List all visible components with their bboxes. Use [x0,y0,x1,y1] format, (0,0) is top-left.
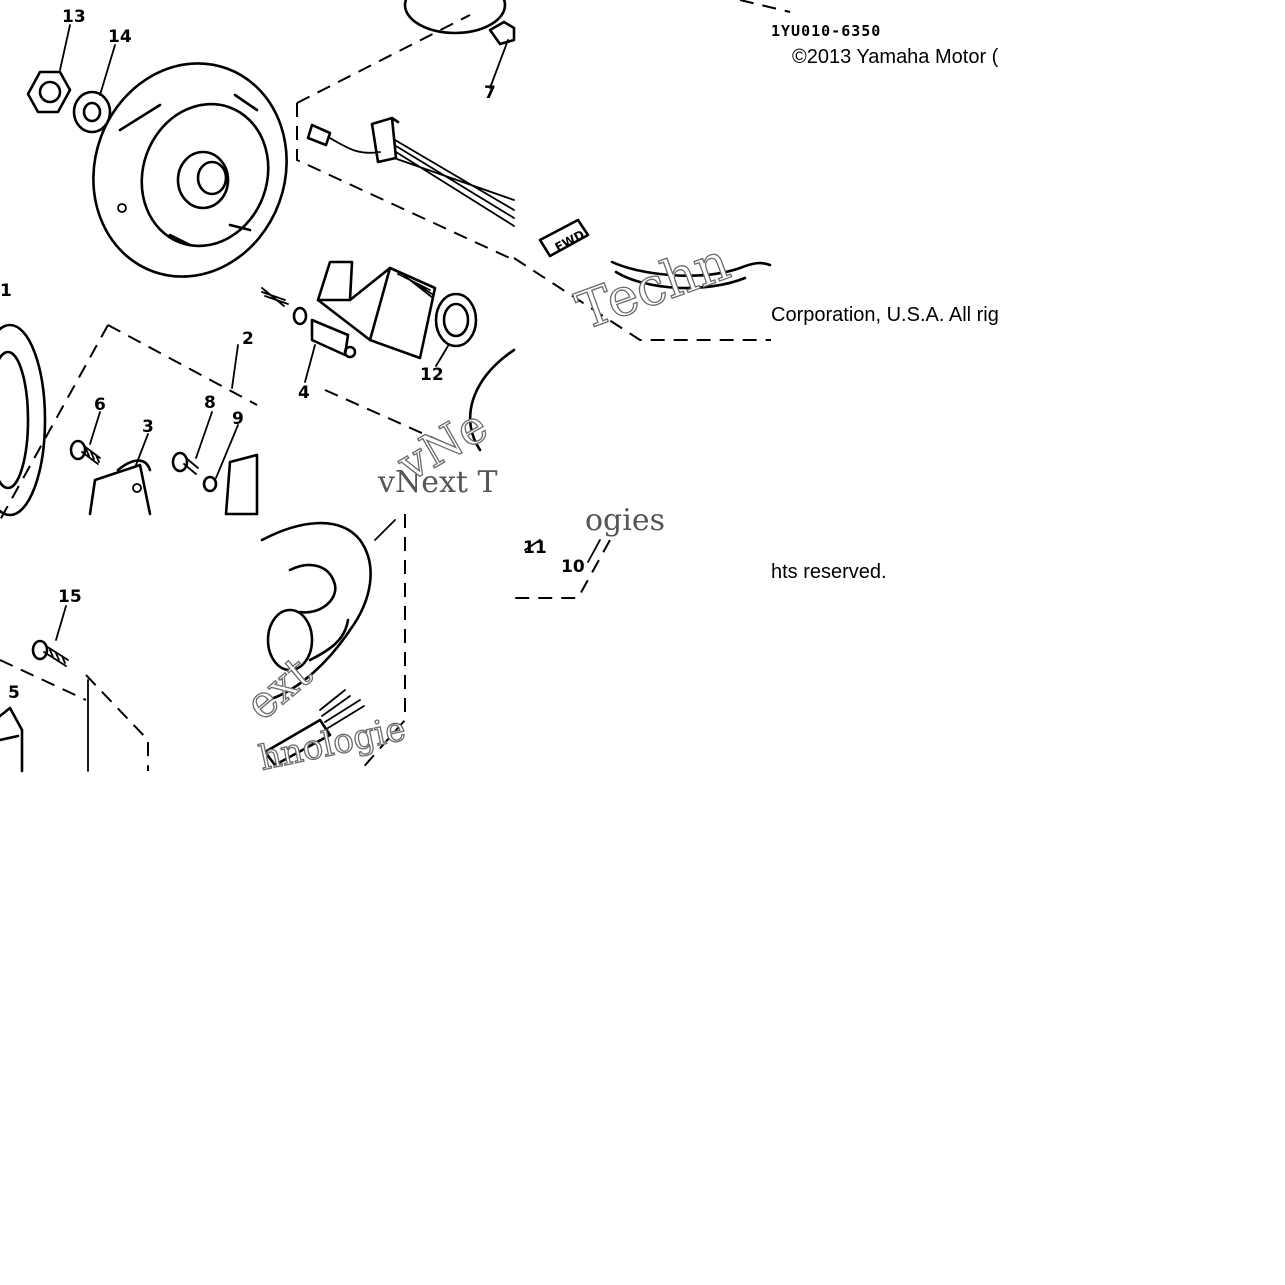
callout-7: 7 [484,83,496,103]
callout-13: 13 [62,7,86,27]
callout-14: 14 [108,27,132,47]
watermark-text-a: Techn [569,232,738,342]
watermark-text-b: vNext T [377,465,497,500]
callout-4: 4 [298,383,310,403]
callout-3: 3 [142,417,154,437]
ignition-coil-part [310,260,437,360]
callout-9: 9 [232,409,244,429]
callout-1: 1 [0,281,12,301]
callout-5: 5 [8,683,20,703]
screw-part [69,439,101,465]
oil-seal-part [434,292,478,348]
harness-boundary [296,14,515,261]
bracket-boundary [0,659,149,771]
nut-part [26,70,72,114]
stator-boundary [0,324,258,521]
washer-part [72,90,112,134]
screw-part-2 [171,451,199,475]
screw-part-15 [31,639,69,667]
copyright-line-3: hts reserved. [771,561,1028,584]
copyright-line-2: Corporation, U.S.A. All rig [771,304,1028,327]
callout-11: 11 [523,538,547,558]
callout-2: 2 [242,329,254,349]
pulser-coil-part [88,459,152,516]
callout-8: 8 [204,393,216,413]
copyright-line-1: ©2013 Yamaha Motor ( [792,46,1028,69]
part-code: 1YU010-6350 [771,22,881,40]
fwd-tag: FWD [538,218,590,258]
callout-6: 6 [94,395,106,415]
watermark-text-d: ogies [585,503,665,538]
base-plate-part [260,521,372,702]
callout-10: 10 [561,557,585,577]
callout-12: 12 [420,365,444,385]
flywheel-part [92,62,288,278]
callout-15: 15 [58,587,82,607]
